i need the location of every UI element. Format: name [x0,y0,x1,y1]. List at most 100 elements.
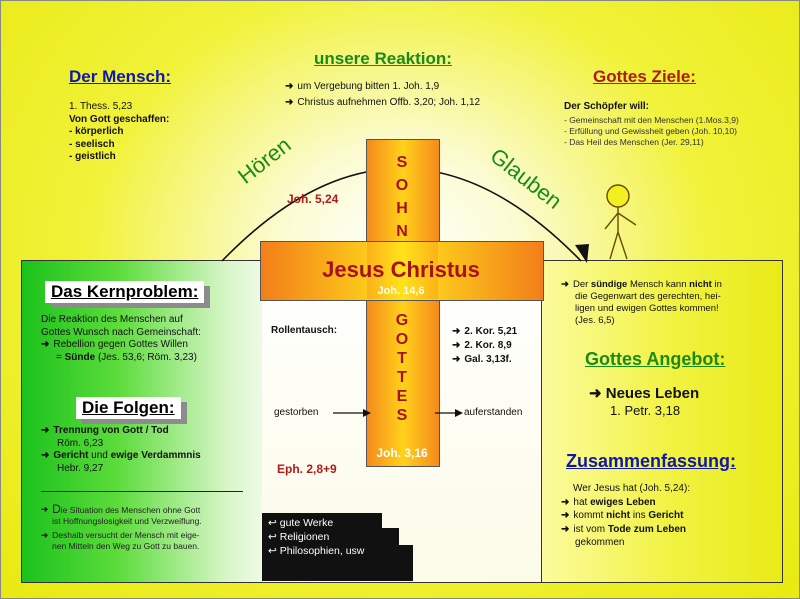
sohn-letter: N [396,223,408,240]
cross-name: Jesus Christus [322,257,480,282]
sohn-letter: H [396,200,408,217]
mensch-line: - geistlich [69,151,116,162]
ziele-intro: Der Schöpfer will: [564,101,650,112]
mensch-line: - seelisch [69,138,115,150]
zusammen-title: Zusammenfassung: [566,451,737,471]
stairs-item-text: Philosophien, usw [279,545,365,557]
zusammen-item: ➜hat ewiges Leben [561,496,690,510]
auferstanden-arrow-icon [435,409,463,417]
angebot-item: ➜ Neues Leben [589,384,699,402]
gestorben-label: gestorben [274,407,319,418]
reaktion-title: unsere Reaktion: [314,49,452,68]
mensch-text: 1. Thess. 5,23 Von Gott geschaffen: - kö… [69,101,169,164]
zusammen-intro: Wer Jesus hat (Joh. 5,24): [573,483,691,494]
gottes-letters: G O T T E S [366,311,438,425]
stairs-item: ↩ Religionen [268,530,364,544]
stairs-item-text: Religionen [279,531,330,543]
ziele-title: Gottes Ziele: [593,67,696,86]
right-line: ligen und ewigen Gottes kommen! [575,303,719,314]
arrow-right-icon: ➜ [452,354,461,365]
arrow-right-icon: ➜ [41,450,50,461]
reaktion-item: ➜Christus aufnehmen Offb. 3,20; Joh. 1,1… [285,97,480,110]
cross-ref-text: Gal. 3,13f. [464,354,512,365]
folgen-note-text: nen Mitteln den Weg zu Gott zu bauen. [52,541,200,551]
zusammen-text: hat [573,496,591,508]
mensch-title: Der Mensch: [69,67,172,86]
return-arrow-icon: ↩ [268,517,277,529]
right-statement: ➜Der sündige Mensch kann nicht in die Ge… [561,279,722,327]
folgen-item-sub: Röm. 6,23 [57,437,104,449]
gottes-letter: G [395,312,409,329]
sohn-letters: S O H N [366,151,438,243]
stick-figure-icon [604,184,637,260]
angebot-ref: 1. Petr. 3,18 [610,403,681,418]
right-panel [541,260,783,583]
folgen-gericht: Gericht [53,450,89,461]
zusammen-item: ➜ist vom Tode zum Leben [561,523,690,537]
sohn-letter: O [395,177,409,194]
kernproblem-suende: Sünde [64,351,96,363]
arc-arrowhead [575,244,589,263]
stairs-step-3 [399,545,413,581]
kernproblem-refs: (Jes. 53,6; Röm. 3,23) [95,351,197,363]
cross-ref-item: ➜2. Kor. 5,21 [452,325,517,339]
arrow-right-icon: ➜ [561,523,570,535]
stairs-step-1 [262,513,382,581]
arrow-right-icon: ➜ [589,385,602,402]
gestorben-arrow-icon [333,409,371,417]
arrow-right-icon: ➜ [41,504,49,514]
cross-ref-text: 2. Kor. 8,9 [464,340,512,351]
cross-center-fill [367,242,438,299]
folgen-und: und [88,450,111,461]
kernproblem-panel [21,260,264,583]
zusammen-text: kommt [573,510,607,521]
zusammen-line2: gekommen [575,537,625,548]
reaktion-item: ➜um Vergebung bitten 1. Joh. 1,9 [285,81,480,94]
arrow-right-icon: ➜ [41,530,49,540]
eph-ref: Eph. 2,8+9 [277,462,337,476]
ziele-item: - Das Heil des Menschen (Jer. 29,11) [564,137,704,147]
ziele-item: - Gemeinschaft mit den Menschen (1.Mos.3… [564,115,739,125]
kernproblem-text: Die Reaktion des Menschen auf Gottes Wun… [41,314,201,364]
cross-ref-text: 2. Kor. 5,21 [464,326,518,337]
right-bold: sündige [590,279,628,290]
angebot-title: Gottes Angebot: [585,349,726,369]
cross-bottom-ref: Joh. 3,16 [376,446,428,460]
reaktion-item-text: um Vergebung bitten 1. Joh. 1,9 [297,81,440,92]
folgen-item: ➜Gericht und ewige Verdammnis [41,450,201,463]
right-statement-rest: die Gegenwart des gerechten, hei- ligen … [561,291,722,327]
right-statement-line: ➜Der sündige Mensch kann nicht in [561,279,722,291]
arrow-right-icon: ➜ [41,425,50,436]
reaktion-list: ➜um Vergebung bitten 1. Joh. 1,9 ➜Christ… [285,81,480,109]
rollentausch-label: Rollentausch: [271,325,338,336]
zusammen-text: ins [630,510,649,521]
kernproblem-line: Die Reaktion des Menschen auf [41,314,183,325]
cross-name-ref: Joh. 14,6 [377,285,425,297]
folgen-title: Die Folgen: [76,397,181,419]
folgen-note-initial: D [52,502,61,516]
stairs-item-text: gute Werke [279,517,334,529]
ziele-list: - Gemeinschaft mit den Menschen (1.Mos.3… [564,115,739,148]
folgen-verdammnis: ewige Verdammnis [110,450,201,461]
folgen-item-sub: Hebr. 9,27 [57,462,104,474]
arrow-right-icon: ➜ [41,339,50,350]
kernproblem-item-line2: = Sünde (Jes. 53,6; Röm. 3,23) [41,352,201,365]
arrow-right-icon: ➜ [561,279,569,290]
arrow-right-icon: ➜ [452,340,461,351]
zusammen-bold: ewiges Leben [590,496,656,508]
zusammen-bold: Tode zum Leben [607,523,686,535]
kernproblem-line: Gottes Wunsch nach Gemeinschaft: [41,326,201,338]
kernproblem-item: ➜Rebellion gegen Gottes Willen [41,339,201,352]
folgen-note-text: ist Hoffnungslosigkeit und Verzweiflung. [52,516,202,526]
gottes-letter: E [396,388,408,405]
right-line: (Jes. 6,5) [575,315,615,326]
zusammen-bold: Gericht [648,510,684,521]
stairs-item: ↩ Philosophien, usw [268,544,364,558]
left-ref: Joh. 5,24 [287,192,339,206]
right-text: in [711,279,722,290]
kernproblem-title: Das Kernproblem: [45,281,205,303]
folgen-note: ➜Deshalb versucht der Mensch mit eige-ne… [41,530,202,552]
